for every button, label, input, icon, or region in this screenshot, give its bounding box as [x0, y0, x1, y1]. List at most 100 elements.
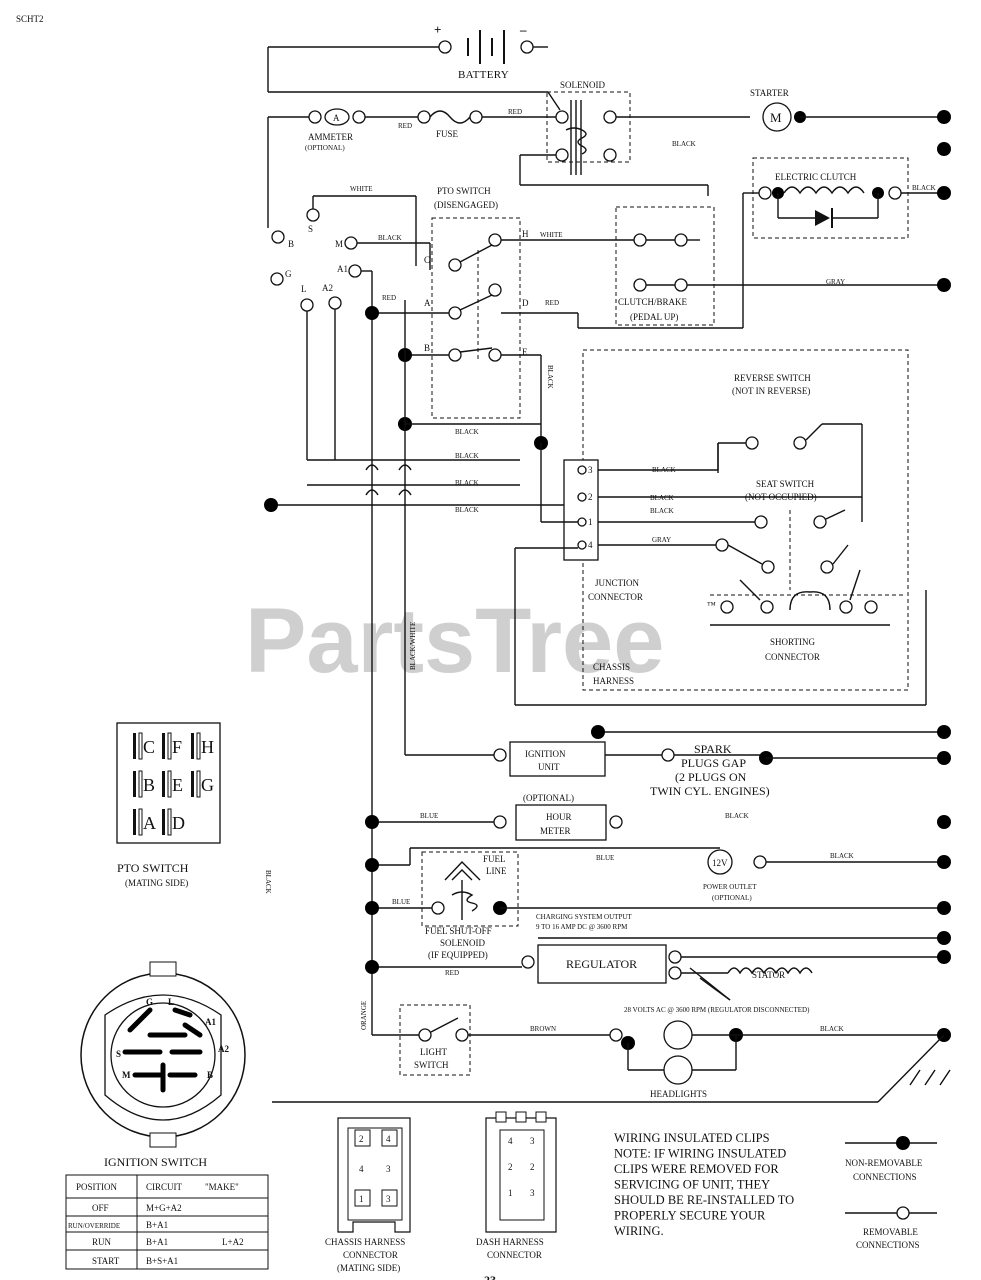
battery: + – BATTERY	[267, 22, 561, 111]
harness-wires: BLACK BLACK BLACK	[264, 452, 564, 514]
fuel-line-label: FUEL	[483, 854, 506, 864]
svg-text:ORANGE: ORANGE	[360, 1001, 368, 1030]
pto-pin-bar	[162, 809, 165, 835]
svg-text:3: 3	[386, 1164, 391, 1174]
table-cell: B+A1	[146, 1220, 168, 1230]
clutch-brake-label: CLUTCH/BRAKE	[618, 297, 688, 307]
svg-text:4: 4	[359, 1164, 364, 1174]
safety-switches: REVERSE SWITCH (NOT IN REVERSE) SEAT SWI…	[582, 349, 909, 691]
svg-text:BLACK: BLACK	[830, 852, 854, 860]
svg-text:METER: METER	[540, 826, 571, 836]
light-switch-label: LIGHT	[420, 1047, 447, 1057]
table-cell: RUN	[92, 1237, 112, 1247]
pto-pin-label: D	[172, 813, 185, 833]
svg-text:M: M	[335, 239, 343, 249]
pto-pin-bar	[133, 771, 136, 797]
ignition-switch-diagram: G L A1 A2 S B M IGNITION SWITCH	[80, 961, 246, 1169]
ignition-terminals: S B M G A1 L A2 WHITE BLACK	[270, 185, 430, 1005]
svg-text:WHITE: WHITE	[350, 185, 373, 193]
svg-text:E: E	[522, 347, 528, 357]
seat-switch-label: SEAT SWITCH	[756, 479, 815, 489]
table-cell: RUN/OVERRIDE	[68, 1222, 120, 1230]
svg-text:G: G	[285, 269, 292, 279]
battery-minus: –	[519, 22, 527, 37]
ammeter-a: A	[333, 113, 340, 123]
note-line: WIRING.	[614, 1224, 664, 1238]
svg-text:(OPTIONAL): (OPTIONAL)	[305, 144, 345, 152]
legend-removable: REMOVABLE	[863, 1227, 918, 1237]
light-switch: ORANGE LIGHT SWITCH BROWN BLACK HEADLIGH…	[272, 1001, 951, 1103]
pto-pin-bar	[191, 771, 194, 797]
svg-text:S: S	[308, 224, 313, 234]
dash-harness-connector: 4 3 2 2 1 3 DASH HARNESS CONNECTOR	[476, 1111, 557, 1260]
stator-label: STATOR	[752, 970, 785, 980]
regulator-label: REGULATOR	[566, 957, 637, 971]
table-cell: B+A1	[146, 1237, 168, 1247]
svg-text:2: 2	[588, 492, 593, 502]
electric-clutch: ELECTRIC CLUTCH BLACK	[742, 157, 951, 328]
svg-text:(2 PLUGS ON: (2 PLUGS ON	[675, 770, 747, 784]
svg-text:3: 3	[530, 1136, 535, 1146]
svg-text:H: H	[522, 229, 529, 239]
pto-pin-bar	[167, 732, 172, 760]
svg-text:A2: A2	[322, 283, 333, 293]
pto-pin-bar	[133, 809, 136, 835]
table-header: CIRCUIT	[146, 1182, 183, 1192]
fuse-label: FUSE	[436, 129, 459, 139]
note-line: CLIPS WERE REMOVED FOR	[614, 1162, 779, 1176]
svg-text:BLACK: BLACK	[378, 234, 402, 242]
svg-text:1: 1	[508, 1188, 513, 1198]
svg-text:RED: RED	[508, 108, 522, 116]
reverse-switch-label: REVERSE SWITCH	[734, 373, 811, 383]
svg-text:BLUE: BLUE	[596, 854, 614, 862]
battery-plus: +	[434, 22, 441, 37]
svg-text:1: 1	[588, 517, 593, 527]
ignition-switch-title: IGNITION SWITCH	[104, 1155, 207, 1169]
pto-pin-bar	[162, 733, 165, 759]
table-cell: L+A2	[222, 1237, 244, 1247]
svg-text:BLACK: BLACK	[652, 466, 676, 474]
pto-pin-bar	[196, 770, 201, 798]
fuel-solenoid-label: FUEL SHUT-OFF	[425, 926, 492, 936]
pto-pin-label: A	[143, 813, 156, 833]
svg-text:SWITCH: SWITCH	[414, 1060, 449, 1070]
solenoid: SOLENOID	[519, 80, 750, 196]
dash-connector-label: DASH HARNESS	[476, 1237, 544, 1247]
regulator: CHARGING SYSTEM OUTPUT 9 TO 16 AMP DC @ …	[365, 913, 951, 1014]
junction-connector: 3 2 1 4 JUNCTION CONNECTOR CHASSIS HARNE…	[514, 443, 927, 706]
svg-text:L: L	[301, 284, 307, 294]
svg-text:SOLENOID: SOLENOID	[440, 938, 485, 948]
table-header: POSITION	[76, 1182, 118, 1192]
svg-text:BLACK: BLACK	[650, 507, 674, 515]
connection-legend: NON-REMOVABLE CONNECTIONS REMOVABLE CONN…	[845, 1136, 937, 1250]
svg-text:3: 3	[386, 1194, 391, 1204]
fuel-solenoid: BLUE 12V BLACK POWER OUTLET (OPTIONAL) F…	[365, 847, 951, 960]
clutch-brake: CLUTCH/BRAKE (PEDAL UP) GRAY	[577, 206, 951, 329]
svg-text:UNIT: UNIT	[538, 762, 560, 772]
table-cell: START	[92, 1256, 120, 1266]
table-cell: B+S+A1	[146, 1256, 178, 1266]
svg-text:9 TO 16 AMP DC @ 3600 RPM: 9 TO 16 AMP DC @ 3600 RPM	[536, 923, 628, 931]
pto-pin-bar	[191, 733, 194, 759]
svg-text:S: S	[116, 1049, 121, 1059]
svg-text:CONNECTIONS: CONNECTIONS	[856, 1240, 920, 1250]
ignition-unit: IGNITION UNIT SPARK PLUGS GAP (2 PLUGS O…	[405, 622, 951, 798]
svg-text:PLUGS GAP: PLUGS GAP	[681, 756, 746, 770]
svg-text:RED: RED	[545, 299, 559, 307]
pto-pin-bar	[167, 770, 172, 798]
svg-text:(OPTIONAL): (OPTIONAL)	[712, 894, 752, 902]
pto-switch: PTO SWITCH (DISENGAGED) C H A D B E WHIT…	[372, 186, 634, 440]
svg-text:WHITE: WHITE	[540, 231, 563, 239]
svg-text:GRAY: GRAY	[826, 278, 845, 286]
svg-text:TWIN CYL. ENGINES): TWIN CYL. ENGINES)	[650, 784, 770, 798]
svg-text:BLACK: BLACK	[650, 494, 674, 502]
svg-text:BLACK: BLACK	[672, 140, 696, 148]
svg-text:A2: A2	[218, 1044, 229, 1054]
pto-pin-label: E	[172, 775, 183, 795]
svg-text:BLACK: BLACK	[264, 870, 272, 894]
pto-pin-label: F	[172, 737, 182, 757]
page-code: SCHT2	[16, 14, 44, 24]
watermark: PartsTree	[245, 590, 664, 692]
